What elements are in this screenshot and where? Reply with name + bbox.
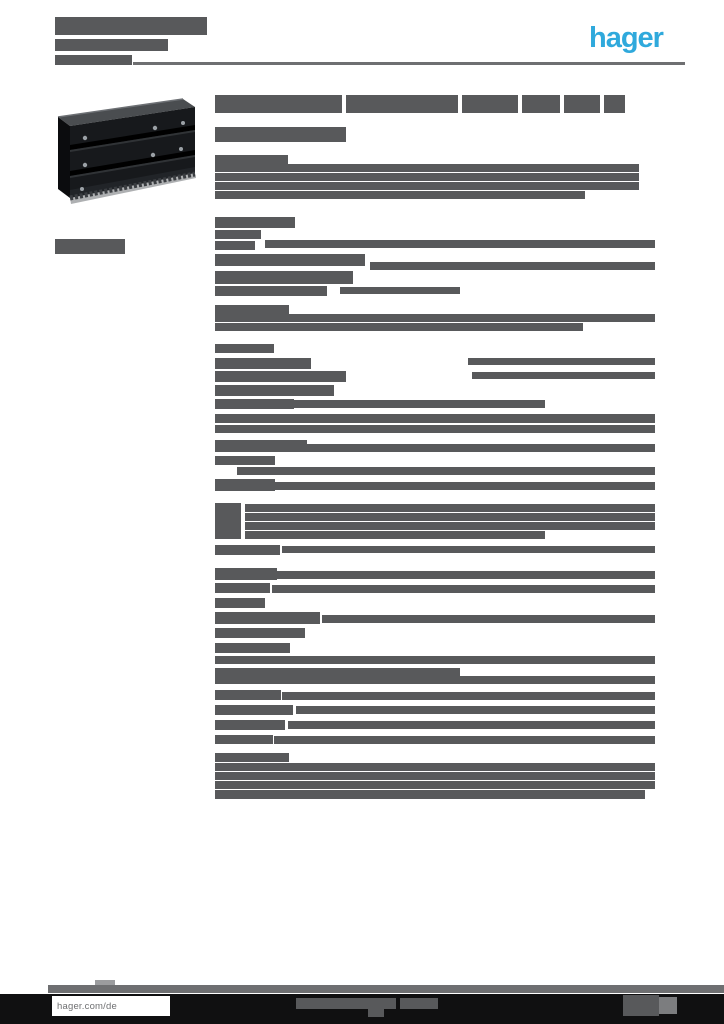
spec-label (215, 583, 270, 593)
spec-value (265, 571, 655, 579)
footer-center-text (296, 998, 396, 1009)
spec-value (282, 546, 655, 553)
spec-label (215, 286, 327, 296)
spec-label (215, 705, 293, 715)
spec-value (292, 400, 545, 408)
title-segment (564, 95, 600, 113)
footer-center-descender (368, 1009, 384, 1017)
section-heading (215, 155, 288, 164)
paragraph-line (215, 323, 583, 331)
spec-value (265, 240, 655, 248)
footer-url-box[interactable]: hager.com/de (52, 996, 170, 1016)
hager-logo: hager (589, 22, 664, 54)
spec-label (215, 735, 273, 744)
spec-value (468, 358, 655, 365)
spec-value (296, 706, 655, 714)
spec-value (370, 262, 655, 270)
product-ref-bar (55, 239, 125, 254)
footer-right-block (659, 997, 677, 1014)
spec-value (288, 721, 655, 729)
paragraph-line (215, 164, 639, 172)
spec-value (274, 736, 655, 744)
title-segment (215, 95, 342, 113)
spec-label (215, 254, 365, 266)
spec-value (272, 585, 655, 593)
paragraph-line (245, 513, 655, 521)
spec-label (215, 241, 255, 250)
spec-label (215, 612, 320, 624)
footer-center-text (400, 998, 438, 1009)
spec-label (215, 628, 305, 638)
title-segment (346, 95, 458, 113)
header-line (55, 39, 168, 51)
spec-label (215, 385, 334, 396)
paragraph-line (215, 314, 655, 322)
paragraph-line (215, 191, 585, 199)
spec-label (215, 440, 307, 452)
paragraph-line (215, 676, 655, 684)
spec-label (215, 668, 460, 676)
paragraph-line (215, 182, 639, 190)
paragraph-line (215, 425, 655, 433)
product-photo-cable-trunking (57, 98, 196, 204)
spec-label (215, 643, 290, 653)
title-segment (522, 95, 560, 113)
spec-label (215, 503, 241, 539)
spec-label (215, 720, 285, 730)
spec-label (215, 479, 275, 491)
paragraph-line (215, 772, 655, 780)
spec-label (215, 217, 295, 228)
paragraph-line (245, 522, 655, 530)
title-segment (604, 95, 625, 113)
footer-right-block (623, 995, 659, 1016)
spec-label (215, 358, 311, 369)
spec-value (322, 615, 655, 623)
spec-label (215, 568, 277, 580)
header-line (55, 17, 207, 35)
paragraph-line (245, 531, 545, 539)
header-line (55, 55, 132, 65)
footer-strip (48, 985, 724, 993)
spec-value (288, 444, 655, 452)
spec-label (215, 371, 346, 382)
spec-value (472, 372, 655, 379)
spec-label (215, 545, 280, 555)
spec-value (282, 692, 655, 700)
header-rule (133, 62, 685, 65)
paragraph-line (215, 781, 655, 789)
section-heading (215, 753, 289, 762)
footer-url-text: hager.com/de (57, 1000, 117, 1012)
paragraph-line (215, 173, 639, 181)
spec-value (237, 467, 655, 475)
spec-label (215, 399, 294, 409)
subtitle-bar (215, 127, 346, 142)
spec-label (215, 456, 275, 465)
section-heading (215, 305, 289, 314)
paragraph-line (215, 414, 655, 423)
paragraph-line (215, 656, 655, 664)
footer-smudge (95, 980, 115, 985)
spec-label (215, 271, 353, 284)
section-heading (215, 344, 274, 353)
paragraph-line (215, 763, 655, 771)
spec-label (215, 598, 265, 608)
paragraph-line (245, 504, 655, 512)
spec-value (340, 287, 460, 294)
title-segment (462, 95, 518, 113)
paragraph-line (215, 790, 645, 799)
spec-label (215, 230, 261, 239)
spec-label (215, 690, 281, 700)
spec-value (265, 482, 655, 490)
